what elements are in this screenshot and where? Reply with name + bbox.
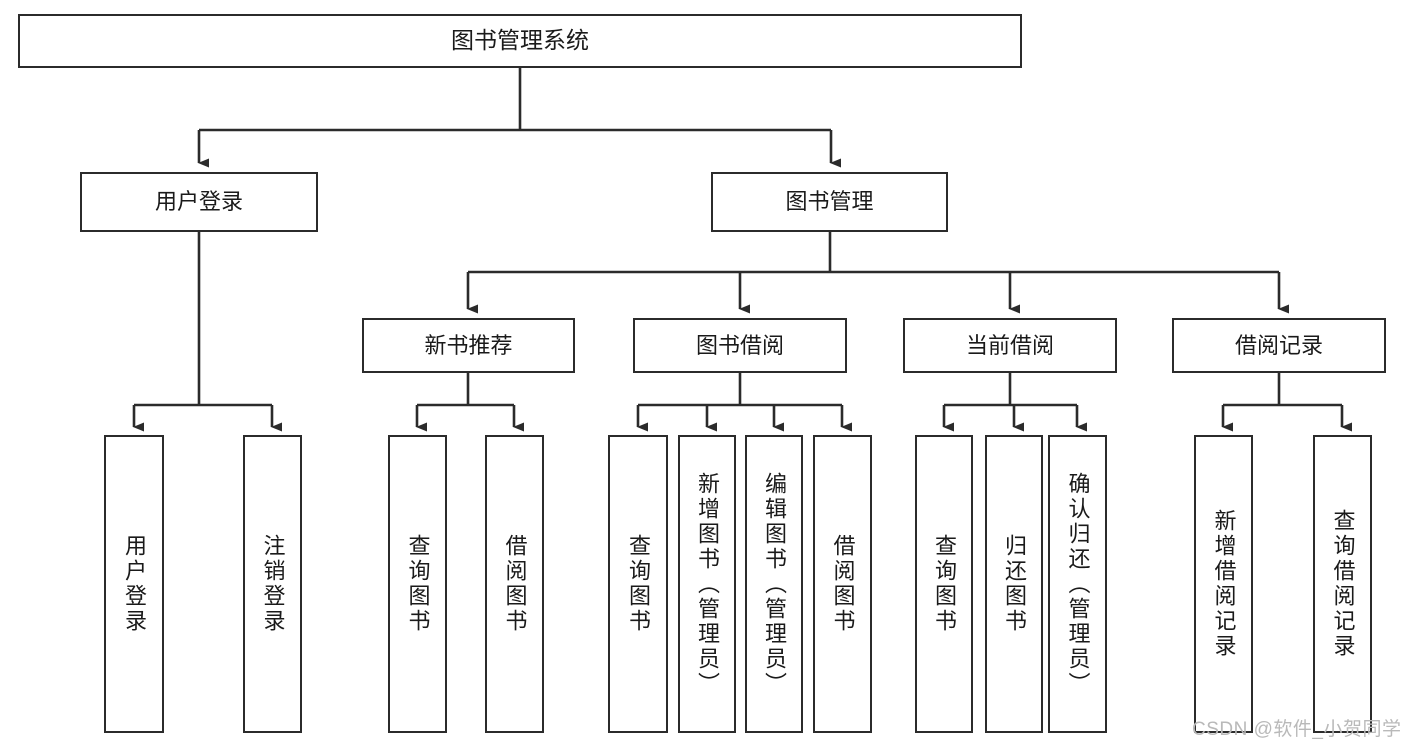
- leaf-return-book[interactable]: 归还图书: [985, 435, 1043, 733]
- leaf-borrow-book-recommend-label: 借阅图书: [502, 534, 528, 634]
- leaf-add-book-admin-label: 新增图书（管理员）: [695, 471, 720, 697]
- node-new-book-recommend[interactable]: 新书推荐: [362, 318, 575, 373]
- leaf-query-book-current-label: 查询图书: [932, 534, 957, 634]
- node-book-management[interactable]: 图书管理: [711, 172, 948, 232]
- leaf-query-borrow-record-label: 查询借阅记录: [1330, 509, 1356, 659]
- leaf-query-book-recommend-label: 查询图书: [405, 534, 431, 634]
- leaf-add-book-admin[interactable]: 新增图书（管理员）: [678, 435, 736, 733]
- node-current-borrow-label: 当前借阅: [965, 332, 1054, 358]
- leaf-borrow-book[interactable]: 借阅图书: [813, 435, 872, 733]
- leaf-query-book-borrow-label: 查询图书: [626, 534, 651, 634]
- leaf-borrow-book-recommend[interactable]: 借阅图书: [485, 435, 544, 733]
- node-root-label: 图书管理系统: [451, 27, 589, 54]
- node-current-borrow[interactable]: 当前借阅: [903, 318, 1117, 373]
- leaf-confirm-return-admin-label: 确认归还（管理员）: [1065, 471, 1091, 697]
- leaf-query-book-borrow[interactable]: 查询图书: [608, 435, 668, 733]
- node-book-management-label: 图书管理: [785, 189, 874, 215]
- node-borrow-record-label: 借阅记录: [1234, 332, 1323, 358]
- leaf-edit-book-admin-label: 编辑图书（管理员）: [762, 471, 787, 697]
- leaf-borrow-book-label: 借阅图书: [830, 534, 856, 634]
- node-user-login-label: 用户登录: [154, 189, 243, 215]
- leaf-user-logout[interactable]: 注销登录: [243, 435, 302, 733]
- node-book-borrow[interactable]: 图书借阅: [633, 318, 847, 373]
- leaf-user-login[interactable]: 用户登录: [104, 435, 164, 733]
- leaf-return-book-label: 归还图书: [1002, 534, 1027, 634]
- leaf-query-borrow-record[interactable]: 查询借阅记录: [1313, 435, 1372, 733]
- leaf-confirm-return-admin[interactable]: 确认归还（管理员）: [1048, 435, 1107, 733]
- leaf-query-book-current[interactable]: 查询图书: [915, 435, 973, 733]
- leaf-user-login-label: 用户登录: [122, 534, 147, 634]
- leaf-add-borrow-record[interactable]: 新增借阅记录: [1194, 435, 1253, 733]
- leaf-add-borrow-record-label: 新增借阅记录: [1211, 509, 1237, 659]
- node-borrow-record[interactable]: 借阅记录: [1172, 318, 1386, 373]
- leaf-query-book-recommend[interactable]: 查询图书: [388, 435, 447, 733]
- node-root-system[interactable]: 图书管理系统: [18, 14, 1022, 68]
- node-user-login[interactable]: 用户登录: [80, 172, 318, 232]
- leaf-user-logout-label: 注销登录: [260, 534, 286, 634]
- node-new-book-recommend-label: 新书推荐: [424, 332, 513, 358]
- leaf-edit-book-admin[interactable]: 编辑图书（管理员）: [745, 435, 803, 733]
- node-book-borrow-label: 图书借阅: [695, 332, 784, 358]
